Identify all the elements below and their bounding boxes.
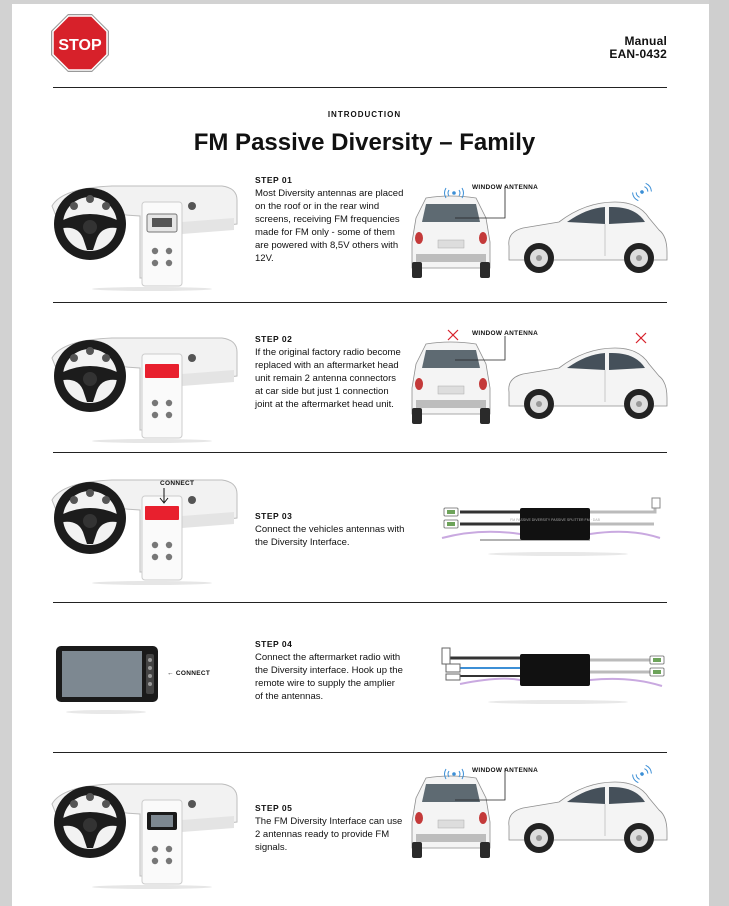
device-text: FM PASSIVE DIVERSITY PASSIVE SPLITTER FM… xyxy=(510,518,601,522)
step-text: Connect the vehicles antennas with the D… xyxy=(255,524,405,548)
window-antenna-label: WINDOW ANTENNA xyxy=(472,330,539,337)
page-edge xyxy=(709,0,729,906)
no-antenna-cross-icon xyxy=(635,332,647,344)
callout-line xyxy=(455,768,506,801)
car-side-illustration xyxy=(508,347,668,420)
callout-line xyxy=(455,336,506,361)
doc-type: Manual xyxy=(624,34,667,48)
divider xyxy=(53,302,667,303)
step-block: STEP 05 The FM Diversity Interface can u… xyxy=(255,802,405,854)
diversity-interface-illustration: FM PASSIVE DIVERSITY PASSIVE SPLITTER FM… xyxy=(441,497,661,556)
step-block: STEP 04 Connect the aftermarket radio wi… xyxy=(255,638,405,703)
divider xyxy=(53,87,667,88)
step-label: STEP 02 xyxy=(255,334,293,344)
step-block: STEP 02 If the original factory radio be… xyxy=(255,333,405,411)
page-title: FM Passive Diversity – Family xyxy=(193,129,536,156)
step-text: Most Diversity antennas are placed on th… xyxy=(255,188,404,264)
connect-label: ← CONNECT xyxy=(167,670,211,677)
dashboard-illustration xyxy=(51,185,238,292)
connect-label: CONNECT xyxy=(160,480,195,487)
antenna-signal-icon xyxy=(630,181,654,203)
stop-sign-text: STOP xyxy=(58,37,102,54)
step-block: STEP 01 Most Diversity antennas are plac… xyxy=(255,174,405,265)
dashboard-illustration xyxy=(51,783,238,890)
step-label: STEP 04 xyxy=(255,639,293,649)
divider xyxy=(53,752,667,753)
car-side-illustration xyxy=(508,781,668,854)
step-text: The FM Diversity Interface can use 2 ant… xyxy=(255,816,403,853)
diversity-interface-illustration xyxy=(441,647,665,704)
step-text: If the original factory radio become rep… xyxy=(255,347,401,410)
dashboard-illustration xyxy=(51,479,238,586)
arrow-down-icon xyxy=(159,488,169,504)
antenna-signal-icon xyxy=(630,763,654,785)
step-text: Connect the aftermarket radio with the D… xyxy=(255,652,403,702)
callout-line xyxy=(455,186,506,219)
dashboard-illustration xyxy=(51,337,238,444)
document-meta: Manual EAN-0432 xyxy=(609,35,667,61)
step-label: STEP 05 xyxy=(255,803,293,813)
window-antenna-label: WINDOW ANTENNA xyxy=(472,184,539,191)
doc-code: EAN-0432 xyxy=(609,47,667,61)
stop-sign-icon: STOP xyxy=(51,14,109,72)
section-label: INTRODUCTION xyxy=(327,110,402,119)
window-antenna-label: WINDOW ANTENNA xyxy=(472,767,539,774)
step-label: STEP 03 xyxy=(255,511,293,521)
head-unit-illustration xyxy=(56,646,158,714)
divider xyxy=(53,452,667,453)
manual-page xyxy=(12,4,709,906)
car-side-illustration xyxy=(508,201,668,274)
step-block: STEP 03 Connect the vehicles antennas wi… xyxy=(255,510,405,549)
divider xyxy=(53,602,667,603)
step-label: STEP 01 xyxy=(255,175,293,185)
